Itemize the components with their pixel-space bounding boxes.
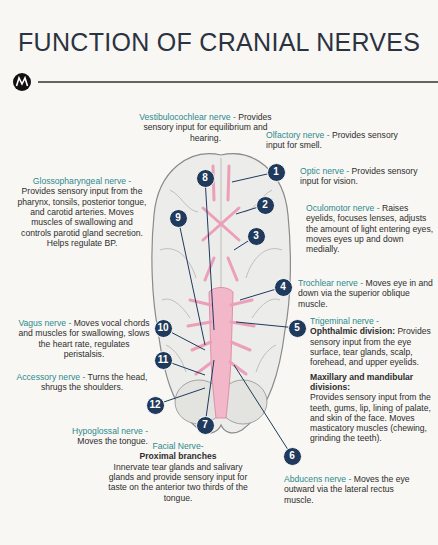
annotation-paragraph: Accessory nerve - Turns the head, shrugs…	[12, 372, 152, 393]
nerve-annotation: Abducens nerve - Moves the eye outward v…	[284, 474, 424, 505]
division-heading: Maxillary and mandibular divisions:	[310, 372, 413, 392]
callout-number-text: 6	[289, 451, 295, 461]
nerve-root	[228, 258, 237, 280]
logo-mark	[17, 78, 28, 86]
nerve-name: Vagus nerve -	[18, 318, 71, 328]
callout-number: 4	[274, 278, 293, 297]
gyrus	[160, 249, 196, 278]
nerve-root	[192, 342, 211, 350]
nerve-annotation: Facial Nerve-Proximal branchesInnervate …	[103, 441, 253, 503]
callout-number-text: 9	[175, 213, 181, 223]
callout-number-text: 12	[149, 400, 160, 410]
nerve-name: Abducens nerve -	[284, 474, 351, 484]
annotation-paragraph: Abducens nerve - Moves the eye outward v…	[284, 474, 424, 505]
nerve-annotation: Trigeminal nerve -Ophthalmic division: P…	[310, 316, 436, 444]
annotation-paragraph: Innervate tear glands and salivary gland…	[103, 462, 253, 503]
page-title: FUNCTION OF CRANIAL NERVES	[18, 30, 420, 55]
callout-number-text: 11	[158, 355, 169, 365]
callout-number: 2	[256, 196, 275, 215]
nerve-description: Provides sensory input from the pharynx,…	[18, 186, 147, 248]
callout-number: 1	[267, 163, 286, 182]
annotation-paragraph: Trochlear nerve - Moves eye in and down …	[298, 278, 433, 309]
callout-number-text: 4	[280, 282, 286, 292]
annotation-paragraph: Glossopharyngeal nerve - Provides sensor…	[16, 176, 148, 248]
callout-number: 5	[288, 319, 307, 338]
nerve-name: Trochlear nerve -	[298, 278, 363, 288]
callout-number-text: 10	[157, 323, 168, 333]
nerve-annotation: Olfactory nerve - Provides sensory input…	[266, 130, 416, 151]
division-heading: Proximal branches	[140, 451, 217, 461]
nerve-name: Optic nerve -	[300, 166, 349, 176]
nerve-name: Hypoglossal nerve -	[72, 426, 148, 436]
annotation-paragraph: Maxillary and mandibular divisions:	[310, 372, 436, 393]
annotation-paragraph: Optic nerve - Provides sensory input for…	[300, 166, 430, 187]
annotation-paragraph: Hypoglossal nerve - Moves the tongue.	[50, 426, 148, 447]
nerve-description: Moves the tongue.	[77, 436, 148, 446]
nerve-annotation: Optic nerve - Provides sensory input for…	[300, 166, 430, 187]
callout-number: 8	[196, 169, 215, 188]
callout-number-text: 2	[262, 200, 268, 210]
gyrus	[252, 299, 280, 318]
callout-number-text: 5	[294, 323, 300, 333]
nerve-description: Innervate tear glands and salivary gland…	[108, 462, 248, 503]
leader-line	[178, 218, 205, 345]
nerve-root	[188, 322, 211, 326]
leader-lines	[155, 172, 297, 456]
nerve-annotation: Vestibulocochlear nerve - Provides senso…	[128, 112, 283, 143]
nerve-name: Facial Nerve-	[152, 441, 203, 451]
callout-number-text: 1	[273, 167, 279, 177]
nerve-root	[231, 300, 252, 305]
callout-number-text: 7	[202, 420, 208, 430]
gyrus	[256, 345, 276, 372]
brain-outline	[152, 154, 290, 433]
midline	[221, 158, 222, 300]
gyrus	[162, 299, 190, 318]
callout-number-text: 8	[202, 173, 208, 183]
division-heading: Ophthalmic division:	[310, 326, 395, 336]
annotation-paragraph: Trigeminal nerve -	[310, 316, 436, 326]
annotation-paragraph: Vestibulocochlear nerve - Provides senso…	[128, 112, 283, 143]
nerve-name: Trigeminal nerve -	[310, 316, 379, 326]
callout-number: 7	[196, 416, 215, 435]
callout-number: 11	[154, 351, 173, 370]
nerve-name: Vestibulocochlear nerve -	[139, 112, 236, 122]
nerve-name: Glossopharyngeal nerve -	[33, 176, 131, 186]
olfactory-tract	[228, 166, 229, 200]
nerve-annotation: Vagus nerve - Moves vocal chords and mus…	[18, 318, 150, 359]
nerve-annotation: Accessory nerve - Turns the head, shrugs…	[12, 372, 152, 393]
callout-number: 9	[169, 209, 188, 228]
callout-number: 12	[146, 396, 165, 415]
annotation-paragraph: Oculomotor nerve - Raises eyelids, focus…	[306, 203, 436, 255]
annotation-paragraph: Vagus nerve - Moves vocal chords and mus…	[18, 318, 150, 359]
gyrus	[246, 249, 282, 278]
title-rule	[38, 81, 438, 83]
nerve-annotation: Hypoglossal nerve - Moves the tongue.	[50, 426, 148, 447]
nerve-annotation: Glossopharyngeal nerve - Provides sensor…	[16, 176, 148, 248]
leader-line	[234, 365, 292, 456]
nerve-name: Accessory nerve -	[17, 372, 86, 382]
nerve-name: Olfactory nerve -	[266, 130, 330, 140]
leader-line	[205, 178, 214, 330]
callout-number: 10	[154, 319, 173, 338]
annotation-paragraph: Proximal branches	[103, 451, 253, 461]
annotation-paragraph: Ophthalmic division: Provides sensory in…	[310, 326, 436, 367]
nerve-annotation: Trochlear nerve - Moves eye in and down …	[298, 278, 433, 309]
nerve-root	[231, 342, 250, 350]
nerve-roots	[188, 166, 254, 374]
nerve-root	[190, 300, 211, 305]
callout-number: 3	[247, 227, 266, 246]
nerve-description: Provides sensory input from the teeth, g…	[310, 392, 431, 443]
callout-number: 6	[283, 447, 302, 466]
nerve-annotation: Oculomotor nerve - Raises eyelids, focus…	[306, 203, 436, 255]
annotation-paragraph: Provides sensory input from the teeth, g…	[310, 392, 436, 444]
logo-circle	[13, 73, 31, 91]
annotation-paragraph: Olfactory nerve - Provides sensory input…	[266, 130, 416, 151]
nerve-name: Oculomotor nerve -	[306, 203, 380, 213]
callout-number-text: 3	[253, 231, 259, 241]
